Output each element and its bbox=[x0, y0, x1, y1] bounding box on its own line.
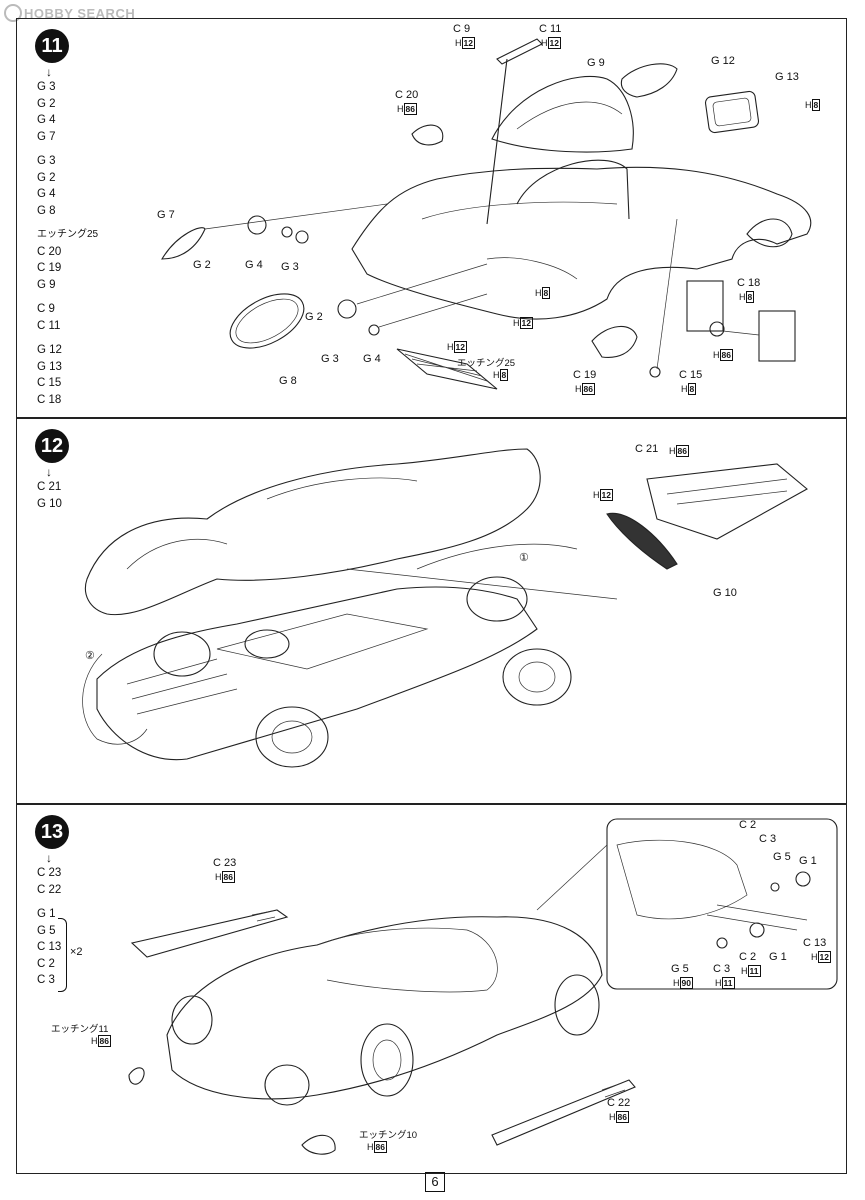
label-g4: G 4 bbox=[363, 353, 381, 365]
label-c2: C 2 bbox=[739, 951, 757, 963]
label-g3: G 3 bbox=[281, 261, 299, 273]
step-11-panel: 11 ↓ G 3 G 2 G 4 G 7 G 3 G 2 G 4 G 8 エッチ… bbox=[16, 18, 847, 418]
step-13-drawing bbox=[128, 818, 838, 1155]
parts-list: C 23 C 22 G 1 G 5 C 13 C 2 C 3 bbox=[37, 867, 62, 986]
label-c11: C 11 bbox=[539, 23, 562, 35]
page-number: 6 bbox=[425, 1172, 445, 1192]
parts-list: C 21 G 10 bbox=[37, 481, 62, 510]
label-g10: G 10 bbox=[713, 587, 737, 599]
label-c9: C 9 bbox=[453, 23, 471, 35]
label-g4: G 4 bbox=[245, 259, 263, 271]
label-c2: C 2 bbox=[739, 819, 757, 831]
label-c21: C 21 bbox=[635, 443, 659, 455]
label-etching10: エッチング10 bbox=[359, 1130, 418, 1141]
watermark: HOBBY SEARCH bbox=[4, 4, 135, 22]
label-g9: G 9 bbox=[587, 57, 605, 69]
label-c23: C 23 bbox=[213, 857, 237, 869]
label-c13: C 13 bbox=[803, 937, 827, 949]
label-c18: C 18 bbox=[737, 277, 761, 289]
label-c19: C 19 bbox=[573, 369, 597, 381]
label-g12: G 12 bbox=[711, 55, 735, 67]
watermark-logo-icon bbox=[4, 4, 22, 22]
step-number: 13 bbox=[35, 815, 69, 849]
marker-1: ① bbox=[519, 552, 529, 564]
label-etching11: エッチング11 bbox=[51, 1024, 109, 1035]
label-g1: G 1 bbox=[769, 951, 787, 963]
label-g5: G 5 bbox=[773, 851, 791, 863]
parts-brace bbox=[58, 918, 67, 992]
label-g2: G 2 bbox=[305, 311, 323, 323]
label-g2: G 2 bbox=[193, 259, 211, 271]
label-c15: C 15 bbox=[679, 369, 703, 381]
multiplier: ×2 bbox=[70, 946, 83, 958]
label-g5: G 5 bbox=[671, 963, 689, 975]
label-c3: C 3 bbox=[713, 963, 731, 975]
label-g7: G 7 bbox=[157, 209, 175, 221]
label-etching25: エッチング25 bbox=[457, 358, 516, 369]
label-c3: C 3 bbox=[759, 833, 777, 845]
down-arrow-icon: ↓ bbox=[46, 851, 52, 865]
label-c20: C 20 bbox=[395, 89, 419, 101]
marker-2: ② bbox=[85, 650, 95, 662]
step-12-drawing bbox=[82, 448, 808, 768]
step-11-drawing bbox=[161, 38, 812, 390]
label-g8: G 8 bbox=[279, 375, 297, 387]
step-number: 12 bbox=[35, 429, 69, 463]
label-g3: G 3 bbox=[321, 353, 339, 365]
parts-list: G 3 G 2 G 4 G 7 G 3 G 2 G 4 G 8 エッチング25 … bbox=[37, 81, 99, 406]
label-g1: G 1 bbox=[799, 855, 817, 867]
down-arrow-icon: ↓ bbox=[46, 465, 52, 479]
step-13-panel: 13 ↓ C 23 C 22 G 1 G 5 C 13 C 2 C 3 bbox=[16, 804, 847, 1174]
label-c22: C 22 bbox=[607, 1097, 631, 1109]
step-number: 11 bbox=[35, 29, 69, 63]
down-arrow-icon: ↓ bbox=[46, 65, 52, 79]
label-g13: G 13 bbox=[775, 71, 799, 83]
